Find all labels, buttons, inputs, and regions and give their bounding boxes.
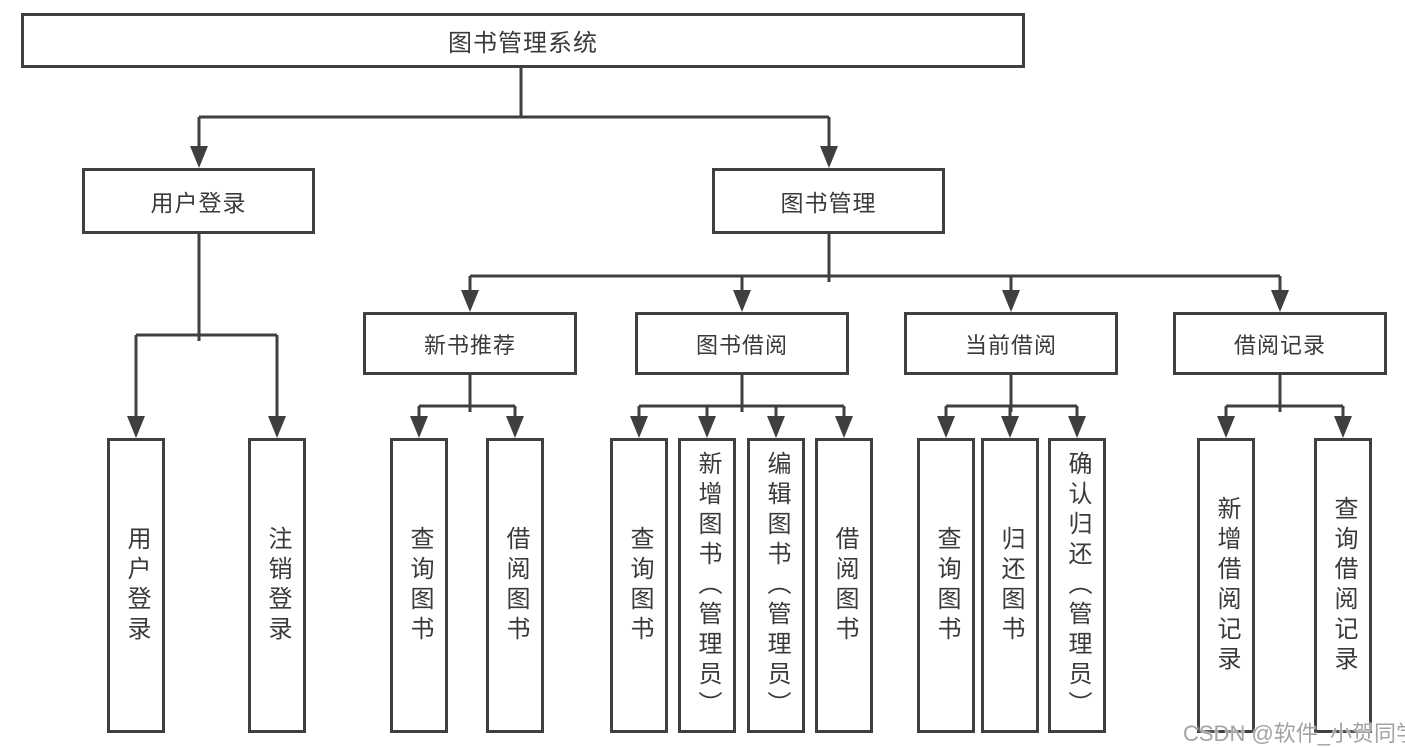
leaf-query-books-borrow: 查询图书 xyxy=(610,438,668,733)
node-book-borrow: 图书借阅 xyxy=(635,312,849,375)
leaf-user-login: 用户登录 xyxy=(107,438,165,733)
leaf-logout: 注销登录 xyxy=(248,438,306,733)
leaf-query-borrow-record: 查询借阅记录 xyxy=(1314,438,1372,733)
leaf-add-borrow-record-label: 新增借阅记录 xyxy=(1213,495,1240,676)
leaf-query-books-current: 查询图书 xyxy=(917,438,975,733)
node-borrow-records-label: 借阅记录 xyxy=(1233,332,1326,358)
node-user-login: 用户登录 xyxy=(82,168,315,234)
leaf-return-books-label: 归还图书 xyxy=(997,525,1024,646)
leaf-confirm-return-admin-label: 确认归还（管理员） xyxy=(1064,450,1091,721)
csdn-watermark: CSDN @软件_小贺同学 xyxy=(1183,721,1405,746)
leaf-logout-label: 注销登录 xyxy=(264,525,291,646)
leaf-query-books-recommend: 查询图书 xyxy=(390,438,448,733)
leaf-query-books-recommend-label: 查询图书 xyxy=(406,525,433,646)
leaf-borrow-books-label: 借阅图书 xyxy=(831,525,858,646)
node-borrow-records: 借阅记录 xyxy=(1173,312,1387,375)
leaf-query-books-borrow-label: 查询图书 xyxy=(626,525,653,646)
node-book-management-label: 图书管理 xyxy=(780,190,877,216)
connector-book-borrow-children xyxy=(630,375,853,438)
leaf-add-books-admin: 新增图书（管理员） xyxy=(678,438,736,733)
node-book-management: 图书管理 xyxy=(712,168,945,234)
node-library-system: 图书管理系统 xyxy=(21,13,1025,68)
leaf-add-borrow-record: 新增借阅记录 xyxy=(1197,438,1255,733)
connector-book-management-to-level3 xyxy=(461,234,1289,312)
leaf-edit-books-admin-label: 编辑图书（管理员） xyxy=(763,450,790,721)
leaf-query-books-current-label: 查询图书 xyxy=(933,525,960,646)
node-user-login-label: 用户登录 xyxy=(150,190,247,216)
connector-root-to-level2 xyxy=(190,68,838,168)
leaf-edit-books-admin: 编辑图书（管理员） xyxy=(747,438,805,733)
node-new-book-recommend-label: 新书推荐 xyxy=(423,332,516,358)
leaf-query-borrow-record-label: 查询借阅记录 xyxy=(1330,495,1357,676)
node-current-borrow: 当前借阅 xyxy=(904,312,1118,375)
connector-current-borrow-children xyxy=(937,375,1086,438)
node-current-borrow-label: 当前借阅 xyxy=(964,332,1057,358)
leaf-user-login-label: 用户登录 xyxy=(123,525,150,646)
leaf-add-books-admin-label: 新增图书（管理员） xyxy=(694,450,721,721)
leaf-borrow-books-recommend: 借阅图书 xyxy=(486,438,544,733)
node-book-borrow-label: 图书借阅 xyxy=(695,332,788,358)
connector-new-book-children xyxy=(410,375,524,438)
leaf-borrow-books-recommend-label: 借阅图书 xyxy=(502,525,529,646)
leaf-return-books: 归还图书 xyxy=(981,438,1039,733)
node-new-book-recommend: 新书推荐 xyxy=(363,312,577,375)
leaf-borrow-books: 借阅图书 xyxy=(815,438,873,733)
connector-user-login-children xyxy=(127,234,286,438)
leaf-confirm-return-admin: 确认归还（管理员） xyxy=(1048,438,1106,733)
node-library-system-label: 图书管理系统 xyxy=(448,30,598,57)
connector-borrow-records-children xyxy=(1217,375,1352,438)
